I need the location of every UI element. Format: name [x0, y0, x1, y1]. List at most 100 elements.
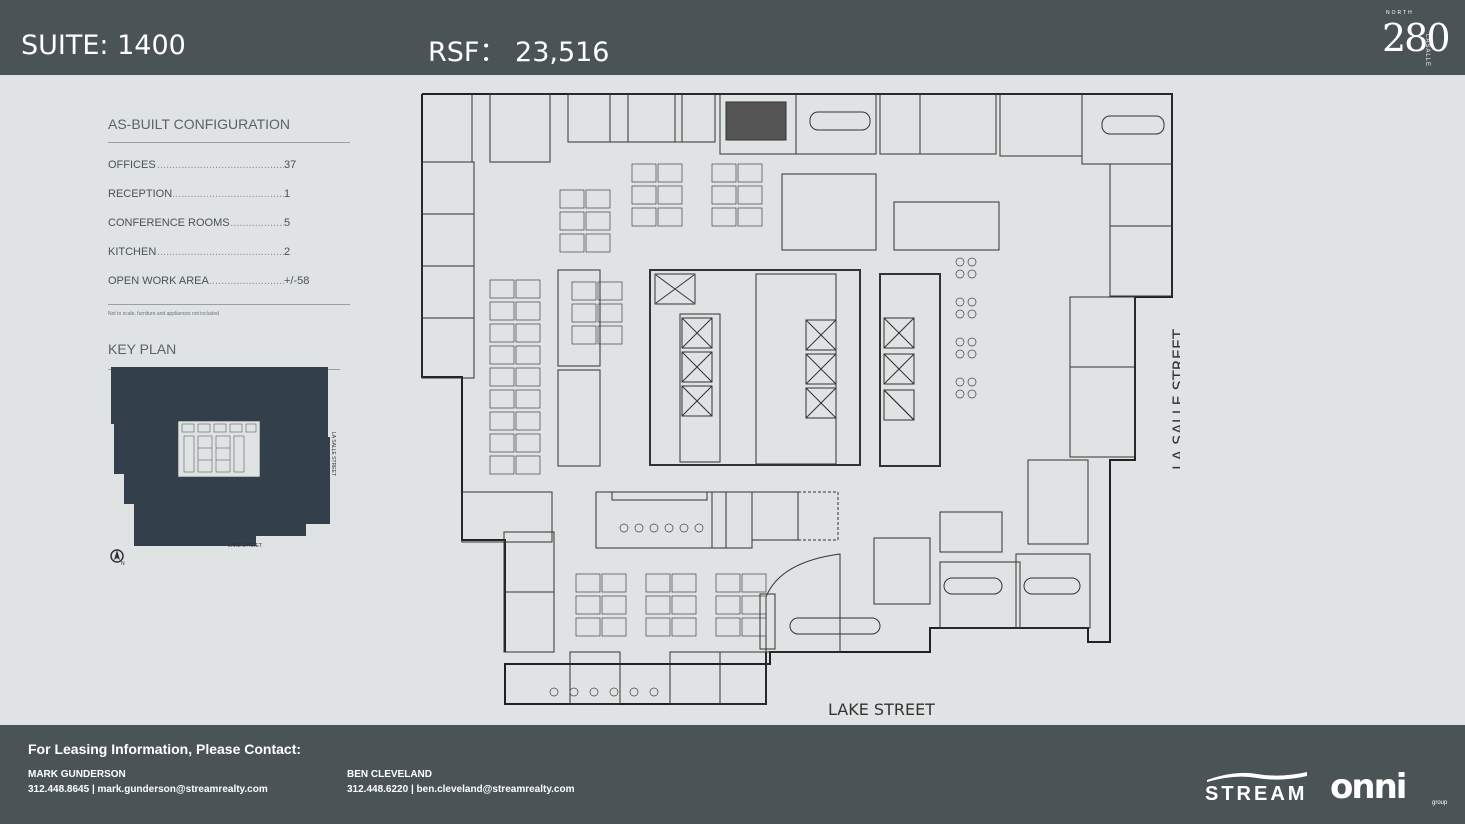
workstation [741, 595, 767, 615]
workstation [657, 185, 683, 205]
floor-plan: LA SALLE STREET [421, 93, 1180, 705]
workstation [489, 367, 515, 387]
workstation [571, 303, 597, 323]
chair [549, 687, 559, 697]
workstation [489, 433, 515, 453]
workstation [645, 573, 671, 593]
chair [967, 337, 977, 347]
config-row-open-work: ........................................… [108, 267, 350, 296]
chair [955, 297, 965, 307]
stream-logo: STREAM [1205, 783, 1308, 805]
workstation [489, 345, 515, 365]
workstation [489, 323, 515, 343]
chair [589, 687, 599, 697]
workstation [631, 185, 657, 205]
workstation [515, 411, 541, 431]
logo-side-text: LASALLE [1424, 34, 1430, 68]
chair [569, 687, 579, 697]
workstation [515, 455, 541, 475]
workstation [671, 573, 697, 593]
onni-logo: onni [1330, 767, 1407, 807]
suite-number: SUITE: 1400 [21, 30, 186, 61]
workstation [585, 233, 611, 253]
logo-top-text: NORTH [1386, 10, 1414, 16]
contact-info-1: 312.448.8645 | mark.gunderson@streamreal… [28, 784, 268, 795]
workstation [597, 325, 623, 345]
workstation [711, 185, 737, 205]
chair [967, 269, 977, 279]
key-plan-street-right: LA SALLE STREET [330, 432, 336, 476]
chair [967, 309, 977, 319]
workstation [575, 573, 601, 593]
chair [634, 523, 644, 533]
workstation [571, 281, 597, 301]
workstation [585, 211, 611, 231]
workstation [559, 189, 585, 209]
config-row-kitchen: ........................................… [108, 238, 350, 267]
chair [955, 257, 965, 267]
workstation [489, 455, 515, 475]
chair [649, 687, 659, 697]
onni-group-label: group [1432, 800, 1448, 806]
workstation [489, 301, 515, 321]
chair [664, 523, 674, 533]
workstation [657, 163, 683, 183]
chair [679, 523, 689, 533]
workstation [597, 303, 623, 323]
chair [629, 687, 639, 697]
workstation [671, 617, 697, 637]
workstation [559, 233, 585, 253]
config-row-conference: ........................................… [108, 209, 350, 238]
workstation [515, 301, 541, 321]
chair [967, 377, 977, 387]
workstation [601, 573, 627, 593]
workstation [741, 617, 767, 637]
scale-note: Not to scale, furniture and appliances n… [108, 311, 219, 317]
workstation [671, 595, 697, 615]
config-row-offices: ........................................… [108, 151, 350, 180]
key-plan-map: LA SALLE STREET LAKE STREET N [110, 367, 336, 567]
key-plan-street-bottom: LAKE STREET [228, 543, 262, 549]
workstation [515, 367, 541, 387]
config-title: AS-BUILT CONFIGURATION [108, 116, 291, 132]
key-plan-title: KEY PLAN [108, 341, 177, 357]
workstation [515, 345, 541, 365]
chair [967, 297, 977, 307]
building-logo: NORTH 280 LASALLE [1378, 8, 1451, 68]
north-label: N [121, 561, 125, 567]
workstation [737, 207, 763, 227]
divider [108, 304, 350, 305]
workstation [515, 279, 541, 299]
workstation [645, 617, 671, 637]
workstation [715, 573, 741, 593]
workstation [597, 281, 623, 301]
workstation [657, 207, 683, 227]
workstation [489, 411, 515, 431]
workstation [737, 185, 763, 205]
chair [619, 523, 629, 533]
workstation [715, 595, 741, 615]
furniture-layer [489, 163, 977, 697]
workstation [575, 617, 601, 637]
chair [955, 389, 965, 399]
workstation [575, 595, 601, 615]
contact-title: For Leasing Information, Please Contact: [28, 741, 302, 757]
chair [609, 687, 619, 697]
workstation [515, 389, 541, 409]
header-bar: SUITE: 1400 RSF： 23,516 NORTH 280 LASALL… [0, 0, 1465, 75]
divider [108, 142, 350, 143]
workstation [631, 207, 657, 227]
rsf-area: RSF： 23,516 [428, 37, 610, 68]
plan-street-bottom: LAKE STREET [828, 700, 935, 719]
sidebar: AS-BUILT CONFIGURATION .................… [108, 110, 350, 370]
workstation [489, 279, 515, 299]
workstation [585, 189, 611, 209]
workstation [515, 323, 541, 343]
workstation [645, 595, 671, 615]
workstation [559, 211, 585, 231]
stream-wave-icon [1207, 772, 1307, 782]
contact-name-1: MARK GUNDERSON [28, 769, 126, 780]
workstation [737, 163, 763, 183]
workstation [489, 389, 515, 409]
workstation [711, 207, 737, 227]
